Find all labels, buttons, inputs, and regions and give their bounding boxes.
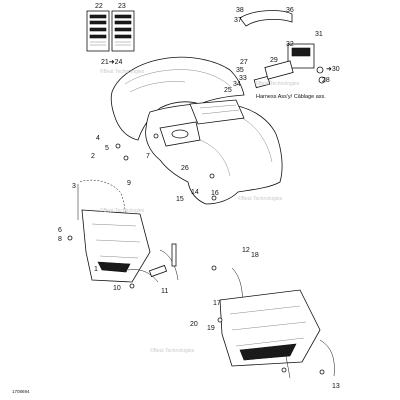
tail-assembly — [239, 10, 326, 84]
callout-7: 7 — [146, 153, 150, 160]
tail-light-lens — [291, 47, 311, 57]
callout-36: 36 — [286, 7, 294, 14]
reference-code: 1708694 — [12, 389, 30, 394]
callout-22: 22 — [95, 3, 103, 10]
callout-15: 15 — [176, 196, 184, 203]
grab-bar — [239, 10, 293, 27]
front-fender-arrow: 21➜24 — [101, 59, 123, 66]
rear-rack — [189, 99, 245, 125]
front-bumper — [77, 179, 151, 283]
center-cables — [127, 243, 179, 283]
watermarks: ©Best Technologies ©Best Technologies ©B… — [100, 68, 300, 354]
harness-connector — [253, 75, 271, 89]
callout-12: 12 — [242, 247, 250, 254]
decal-right-lines — [114, 14, 132, 46]
harness-note: Harness Ass'y/ Câblage ass. — [256, 94, 326, 100]
callout-9: 9 — [127, 180, 131, 187]
callout-11: 11 — [161, 288, 168, 295]
callout-29: 29 — [270, 57, 278, 64]
harness-area: Harness Ass'y/ Câblage ass. — [253, 75, 326, 100]
callout-10: 10 — [113, 285, 121, 292]
callout-17: 17 — [213, 300, 221, 307]
callout-31: 31 — [315, 31, 323, 38]
callout-27: 27 — [240, 59, 248, 66]
callout-16: 16 — [211, 190, 219, 197]
rear-bumper — [219, 267, 335, 379]
decal-group: 22 23 — [86, 3, 135, 52]
watermark: ©Best Technologies — [100, 68, 145, 75]
rear-bumper-arrow: ➜30 — [326, 66, 340, 73]
callout-23: 23 — [118, 3, 126, 10]
callout-38: 38 — [236, 7, 244, 14]
decal-left-lines — [89, 14, 107, 46]
fender-body — [110, 56, 283, 205]
hardware — [67, 133, 325, 375]
watermark: ©Best Technologies — [100, 207, 145, 214]
callout-37: 37 — [234, 17, 242, 24]
callout-4: 4 — [96, 135, 100, 142]
cable-13-label: 13 — [332, 383, 340, 390]
callout-14: 14 — [191, 189, 199, 196]
callout-32: 32 — [286, 41, 294, 48]
callout-35: 35 — [236, 67, 244, 74]
cable-3-label: 3 — [72, 183, 76, 190]
watermark: ©Best Technologies — [255, 80, 300, 87]
front-bumper-grille — [97, 261, 131, 273]
callout-5: 5 — [105, 145, 109, 152]
callout-25: 25 — [224, 87, 232, 94]
callout-33: 33 — [239, 75, 247, 82]
watermark: ©Best Technologies — [238, 195, 283, 202]
console-cap — [171, 129, 189, 139]
rear-bumper-grille — [239, 343, 297, 361]
callout-2: 2 — [91, 153, 95, 160]
callout-6: 6 — [58, 227, 62, 234]
callout-19: 19 — [207, 325, 215, 332]
tail-nut — [318, 76, 326, 84]
callout-28: 28 — [322, 77, 330, 84]
callout-20: 20 — [190, 321, 198, 328]
callout-26: 26 — [181, 165, 189, 172]
rear-skid-plate — [219, 289, 321, 367]
callout-18: 18 — [251, 252, 259, 259]
callout-8: 8 — [58, 236, 62, 243]
callout-1: 1 — [94, 266, 98, 273]
watermark: ©Best Technologies — [150, 347, 195, 354]
callouts: 21➜24 3 13 ➜30 1 2 4 5 6 7 8 9 10 11 12 … — [58, 7, 340, 390]
callout-34: 34 — [233, 81, 241, 88]
tail-bolt — [316, 66, 324, 74]
tail-light-bracket — [264, 60, 294, 80]
